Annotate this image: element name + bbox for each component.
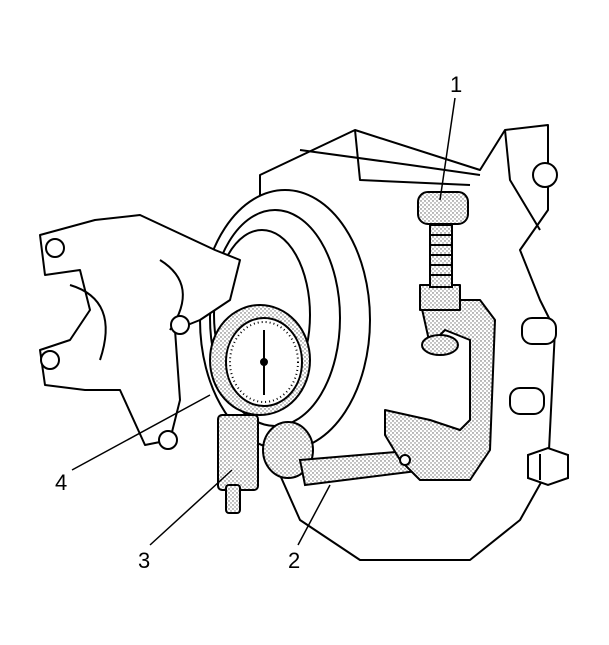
leader-line-3	[149, 469, 233, 546]
leader-line-4	[71, 394, 211, 471]
callout-1: 1	[450, 72, 462, 97]
leader-line-1	[439, 97, 456, 201]
adjusting-screw	[417, 191, 469, 288]
callout-2: 2	[288, 548, 300, 573]
dial-indicator	[209, 304, 311, 416]
callout-4: 4	[55, 470, 67, 495]
pinion-yoke	[39, 214, 241, 450]
leader-lines	[71, 97, 456, 546]
magnetic-base-arm	[217, 414, 427, 514]
leader-line-2	[297, 484, 331, 546]
callout-3: 3	[138, 548, 150, 573]
housing-bolts	[509, 317, 569, 487]
